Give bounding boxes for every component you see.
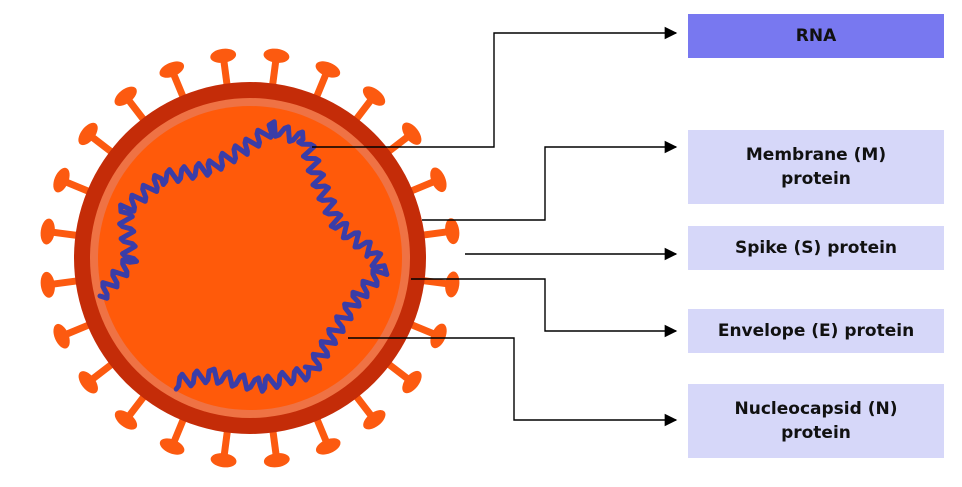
spike-cap [315, 61, 341, 78]
membrane-protein-label-line2: protein [781, 169, 851, 189]
nucleocapsid-protein-label-line1: Nucleocapsid (N) [734, 399, 898, 419]
rna-strand [97, 119, 390, 394]
spike-cap [114, 410, 138, 430]
spike-cap [53, 323, 70, 349]
rna-label: RNA [795, 26, 837, 46]
spike-cap [362, 86, 386, 106]
spike-cap [445, 271, 460, 298]
spike-cap [315, 438, 341, 455]
spike-cap [78, 371, 98, 394]
spike-cap [159, 61, 185, 78]
capsid-interior [98, 106, 402, 410]
spike-cap [402, 370, 422, 394]
spike-cap [114, 86, 137, 106]
spike-cap [263, 48, 290, 63]
spike-protein-label-box: Spike (S) protein [688, 226, 944, 270]
connector-lines [312, 26, 678, 427]
spike-cap [445, 218, 460, 245]
spike-cap [210, 453, 237, 468]
spike-cap [363, 410, 386, 430]
spike-cap [430, 323, 447, 349]
spike-cap [430, 167, 447, 193]
spike-cap [402, 122, 422, 145]
spike-protein-label: Spike (S) protein [734, 238, 898, 258]
spike-cap [40, 271, 55, 298]
rna-label-box: RNA [688, 14, 944, 58]
rna-connector [312, 26, 678, 148]
spike-cap [159, 438, 185, 455]
membrane-protein-label-line1: Membrane (M) [745, 145, 887, 165]
spike-cap [263, 453, 290, 468]
spike-cap [210, 48, 237, 63]
nucleocapsid-protein-label-line2: protein [781, 423, 851, 443]
membrane-connector [422, 140, 678, 221]
membrane-protein-label-box: Membrane (M) protein [688, 130, 944, 204]
envelope-protein-label-box: Envelope (E) protein [688, 309, 944, 353]
nucleocapsid-connector [348, 337, 678, 427]
spike-cap [78, 122, 98, 146]
envelope-connector [411, 278, 678, 338]
nucleocapsid-protein-label-box: Nucleocapsid (N) protein [688, 384, 944, 458]
envelope-protein-label: Envelope (E) protein [717, 321, 915, 341]
spike-cap [53, 167, 70, 193]
spike-cap [40, 218, 55, 245]
